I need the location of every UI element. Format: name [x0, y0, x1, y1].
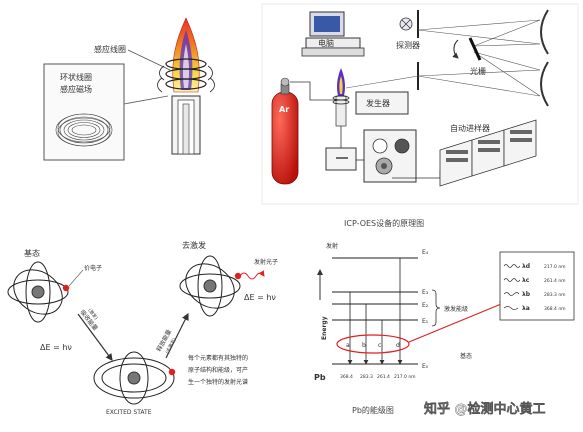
transition-c: c	[378, 342, 381, 349]
energy-levels	[332, 257, 418, 365]
optical-path	[417, 19, 541, 97]
description-line-2: 原子结构和能级，可产	[188, 366, 248, 374]
legend-row-b: λb 283.3 nm	[503, 291, 566, 298]
autosampler-icon	[439, 119, 537, 187]
level-e2: E₂	[422, 302, 429, 309]
delta-e-right: ΔE = hν	[244, 293, 276, 302]
legend-row-c: λc 261.4 nm	[503, 277, 566, 284]
description-line-3: 生一个独特的发射光谱	[188, 378, 248, 386]
svg-text:283.3 nm: 283.3 nm	[544, 292, 566, 298]
grating-icon	[468, 37, 482, 61]
computer-icon	[301, 11, 365, 57]
small-torch-icon	[332, 68, 350, 127]
ground-atom-icon	[7, 261, 70, 323]
spray-chamber-icon	[325, 126, 357, 171]
absorb-arrow	[77, 313, 113, 361]
svg-text:368.4 nm: 368.4 nm	[544, 306, 566, 312]
autosampler-label: 自动进样器	[450, 123, 490, 133]
ground-state-label-right: 基态	[460, 352, 472, 360]
excited-state-label: EXCITED STATE	[106, 409, 152, 416]
level-e1: E₁	[422, 318, 429, 325]
ring-coil-label-1: 环状线圈	[60, 72, 92, 82]
ground-state-label: 基态	[24, 248, 40, 258]
wavelength-tick-4: 217.0 nm	[394, 374, 416, 380]
wavelength-tick-3: 261.4	[377, 374, 390, 380]
excited-levels-label: 激发能级	[444, 305, 468, 313]
transition-b: b	[362, 342, 366, 349]
transition-lines	[347, 258, 403, 365]
grating-rotate-icon	[452, 39, 459, 59]
legend-pointer-arrow	[408, 300, 508, 343]
computer-label: 电脑	[318, 38, 334, 48]
deexcite-label: 去激发	[182, 240, 206, 250]
level-e3: E₃	[422, 289, 429, 296]
level-e4: E₄	[422, 249, 429, 256]
legend-row-d: λd 217.0 nm	[503, 263, 566, 270]
element-label: Pb	[314, 373, 326, 382]
icp-oes-panel: 电脑 探测器 光栅 Ar	[261, 3, 579, 228]
detector-label: 探测器	[396, 40, 420, 50]
energy-level-caption: Pb的能级图	[352, 405, 394, 415]
torch-panel: 环状线圈 感应磁场 感应线圈	[43, 17, 215, 161]
watermark: 知乎 @检测中心黄工	[424, 401, 546, 417]
toroid-coil-icon	[55, 113, 113, 147]
svg-text:λd: λd	[522, 263, 530, 270]
valence-electron-label: 价电子	[84, 264, 102, 272]
torch-icon	[157, 17, 215, 155]
delta-e-left: ΔE = hν	[40, 343, 72, 352]
gas-line	[290, 81, 336, 101]
mirror-top-icon	[540, 9, 549, 55]
induction-coil-label: 感应线圈	[94, 44, 126, 54]
deexcite-atom-icon	[179, 255, 242, 317]
generator-label: 发生器	[366, 98, 390, 108]
argon-label: Ar	[279, 105, 289, 114]
excited-atom-icon	[93, 351, 176, 405]
svg-text:λa: λa	[522, 305, 530, 312]
svg-text:λb: λb	[522, 291, 531, 298]
svg-text:λc: λc	[522, 277, 530, 284]
icp-oes-caption: ICP-OES设备的原理图	[344, 218, 424, 228]
instrument-panel-icon	[363, 129, 417, 183]
energy-level-panel: 发射 Energy E₄ E₃ E₂ E₁ E₀ 激发能级 基态 a b c d	[314, 242, 575, 415]
emission-path	[345, 75, 419, 89]
generator-box	[355, 91, 409, 115]
svg-text:217.0 nm: 217.0 nm	[544, 264, 566, 270]
induction-pointer-line	[127, 49, 171, 71]
grating-label: 光栅	[470, 66, 486, 76]
mirror-bottom-icon	[540, 61, 549, 107]
emission-label: 发射	[326, 242, 338, 250]
transition-a: a	[346, 342, 350, 349]
coil-pointer-line	[123, 95, 169, 105]
ring-coil-label-2: 感应磁场	[60, 84, 92, 94]
emit-photon-label: 发射光子	[254, 258, 278, 266]
atom-panel: 基态 去激发 价电子 ΔE = hν 发射光子 ΔE = hν 吸收能量 (激发…	[7, 240, 278, 416]
level-e0: E₀	[422, 363, 429, 370]
release-arrow	[165, 312, 189, 359]
svg-text:261.4 nm: 261.4 nm	[544, 278, 566, 284]
detector-icon	[399, 17, 413, 31]
description-line-1: 每个元素都有其独特的	[188, 354, 248, 362]
icp-oes-frame	[261, 3, 579, 205]
valence-pointer	[68, 269, 84, 287]
ring-coil-box	[43, 63, 125, 161]
wavelength-tick-2: 283.3	[360, 374, 373, 380]
transition-highlight	[336, 334, 410, 354]
legend-row-a: λa 368.4 nm	[503, 305, 566, 312]
wavelength-tick-1: 368.4	[340, 374, 353, 380]
photon-wave-icon	[239, 270, 265, 280]
argon-cylinder-icon	[271, 77, 299, 185]
energy-axis-label: Energy	[321, 316, 328, 340]
excited-levels-brace	[431, 289, 441, 327]
transition-d: d	[396, 342, 400, 349]
